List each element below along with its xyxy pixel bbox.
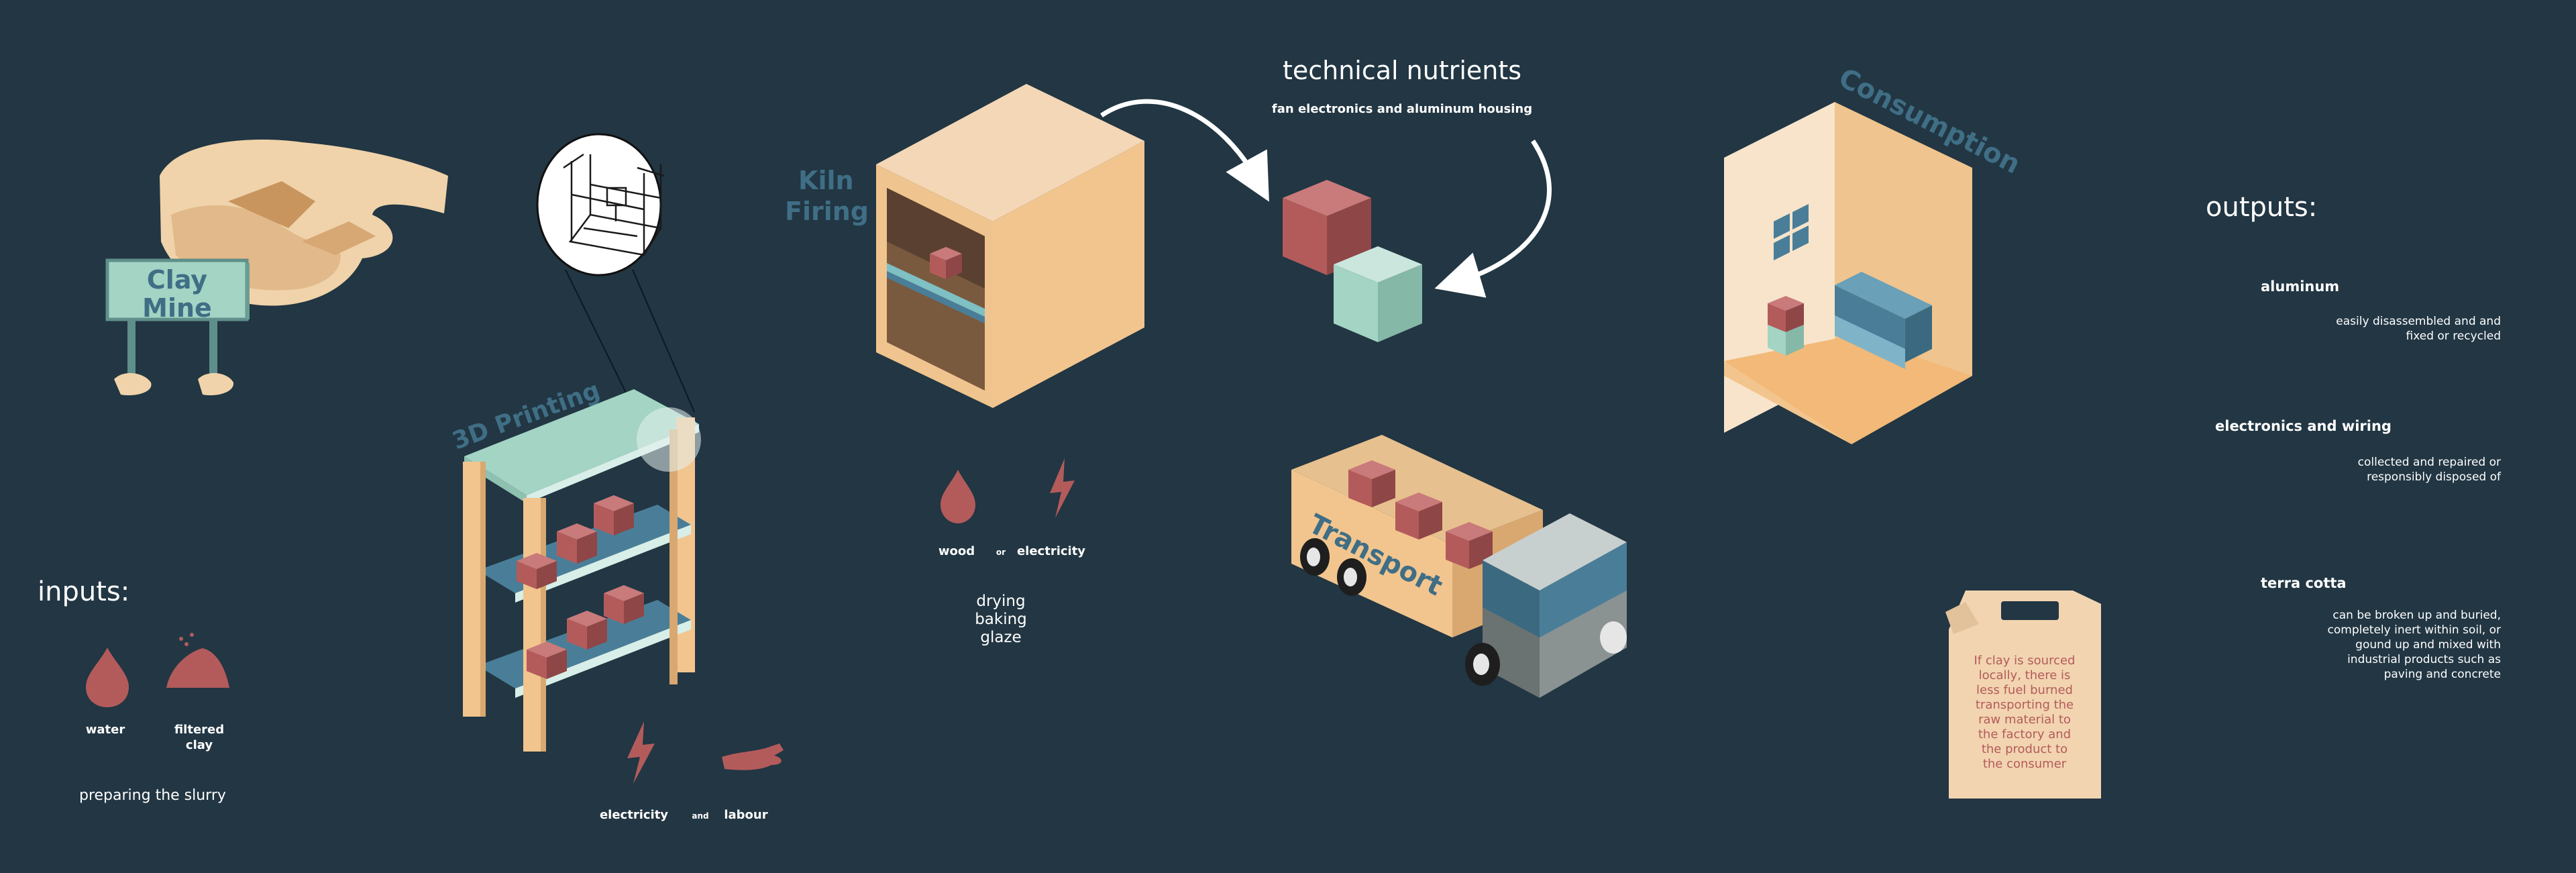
clay-cube [1348, 460, 1395, 507]
clay-mine-label-line1: Clay [147, 265, 207, 295]
clay-cube [527, 641, 567, 679]
output-terracotta-desc-4: industrial products such as [2347, 653, 2501, 666]
output-aluminum-desc-2: fixed or recycled [2406, 329, 2502, 343]
outputs-heading: outputs: [2206, 192, 2317, 223]
output-aluminum-title: aluminum [2261, 278, 2339, 295]
output-terracotta-desc-3: gound up and mixed with [2355, 638, 2501, 652]
kiln-label-line2: Firing [785, 197, 869, 226]
consumption-room-illustration [1724, 102, 1972, 444]
window [1774, 204, 1809, 260]
technical-nutrients-title: technical nutrients [1283, 56, 1521, 85]
fuel-note-line: raw material to [1978, 713, 2071, 727]
output-electronics-title: electronics and wiring [2215, 418, 2392, 434]
printing-input-icons [627, 721, 784, 784]
clay-cube [567, 611, 607, 650]
fuel-note-line: less fuel burned [1976, 683, 2073, 697]
output-terracotta-desc-2: completely inert within soil, or [2328, 623, 2501, 637]
lightning-icon [1050, 458, 1075, 518]
water-drop-icon [86, 648, 129, 707]
output-electronics-desc-2: responsibly disposed of [2367, 470, 2502, 484]
kiln-electricity-label: electricity [1017, 544, 1085, 558]
clay-cube [557, 523, 597, 564]
transport-truck-illustration [1291, 435, 1627, 698]
printing-labour-label: labour [724, 808, 767, 822]
clay-cube [604, 585, 644, 624]
output-terracotta-title: terra cotta [2261, 575, 2347, 591]
kiln-or-label: or [996, 548, 1006, 557]
fuel-can-illustration [1945, 590, 2101, 799]
3d-printer-illustration [463, 133, 701, 752]
clay-cube [517, 553, 557, 589]
input-clay-label: clay [186, 738, 213, 752]
technical-nutrients-graphic [1100, 99, 1552, 342]
fuel-note-line: If clay is sourced [1974, 654, 2076, 668]
fuel-note-line: the consumer [1983, 757, 2067, 771]
output-terracotta-desc-1: can be broken up and buried, [2332, 609, 2501, 622]
input-water-label: water [86, 723, 125, 737]
kiln-step-baking: baking [975, 611, 1027, 628]
printing-electricity-label: electricity [600, 808, 668, 822]
fuel-note-line: the factory and [1978, 727, 2071, 741]
water-drop-icon [941, 470, 975, 523]
fuel-note: If clay is sourced locally, there is les… [1974, 654, 2076, 771]
output-aluminum-desc-1: easily disassembled and and [2336, 315, 2501, 328]
kiln-step-drying: drying [976, 593, 1025, 610]
output-electronics-desc-1: collected and repaired or [2358, 456, 2501, 469]
kiln-wood-label: wood [938, 544, 975, 558]
inputs-caption: preparing the slurry [79, 787, 226, 804]
kiln-label-line1: Kiln [798, 166, 854, 195]
clay-mine-label-line2: Mine [142, 293, 212, 323]
inputs-heading: inputs: [38, 576, 129, 607]
technical-nutrients-subtitle: fan electronics and aluminum housing [1272, 102, 1532, 116]
fuel-note-line: locally, there is [1979, 668, 2071, 682]
clay-cube [594, 495, 634, 535]
fuel-note-line: the product to [1982, 742, 2068, 756]
printing-and-label: and [692, 811, 708, 821]
input-icons [86, 633, 229, 707]
fuel-note-line: transporting the [1976, 698, 2074, 712]
lightning-icon [627, 721, 655, 784]
kiln-illustration [876, 84, 1144, 408]
clay-mine-sign [105, 258, 250, 396]
kiln-step-glaze: glaze [980, 629, 1021, 646]
kiln-input-icons [941, 458, 1075, 523]
input-filtered-label: filtered [174, 723, 224, 737]
clay-mine-illustration [105, 140, 448, 396]
hand-icon [722, 743, 784, 770]
clay-pile-icon [166, 648, 229, 688]
sofa [1835, 272, 1932, 369]
clay-cube [1395, 493, 1442, 540]
output-terracotta-desc-5: paving and concrete [2384, 668, 2501, 681]
